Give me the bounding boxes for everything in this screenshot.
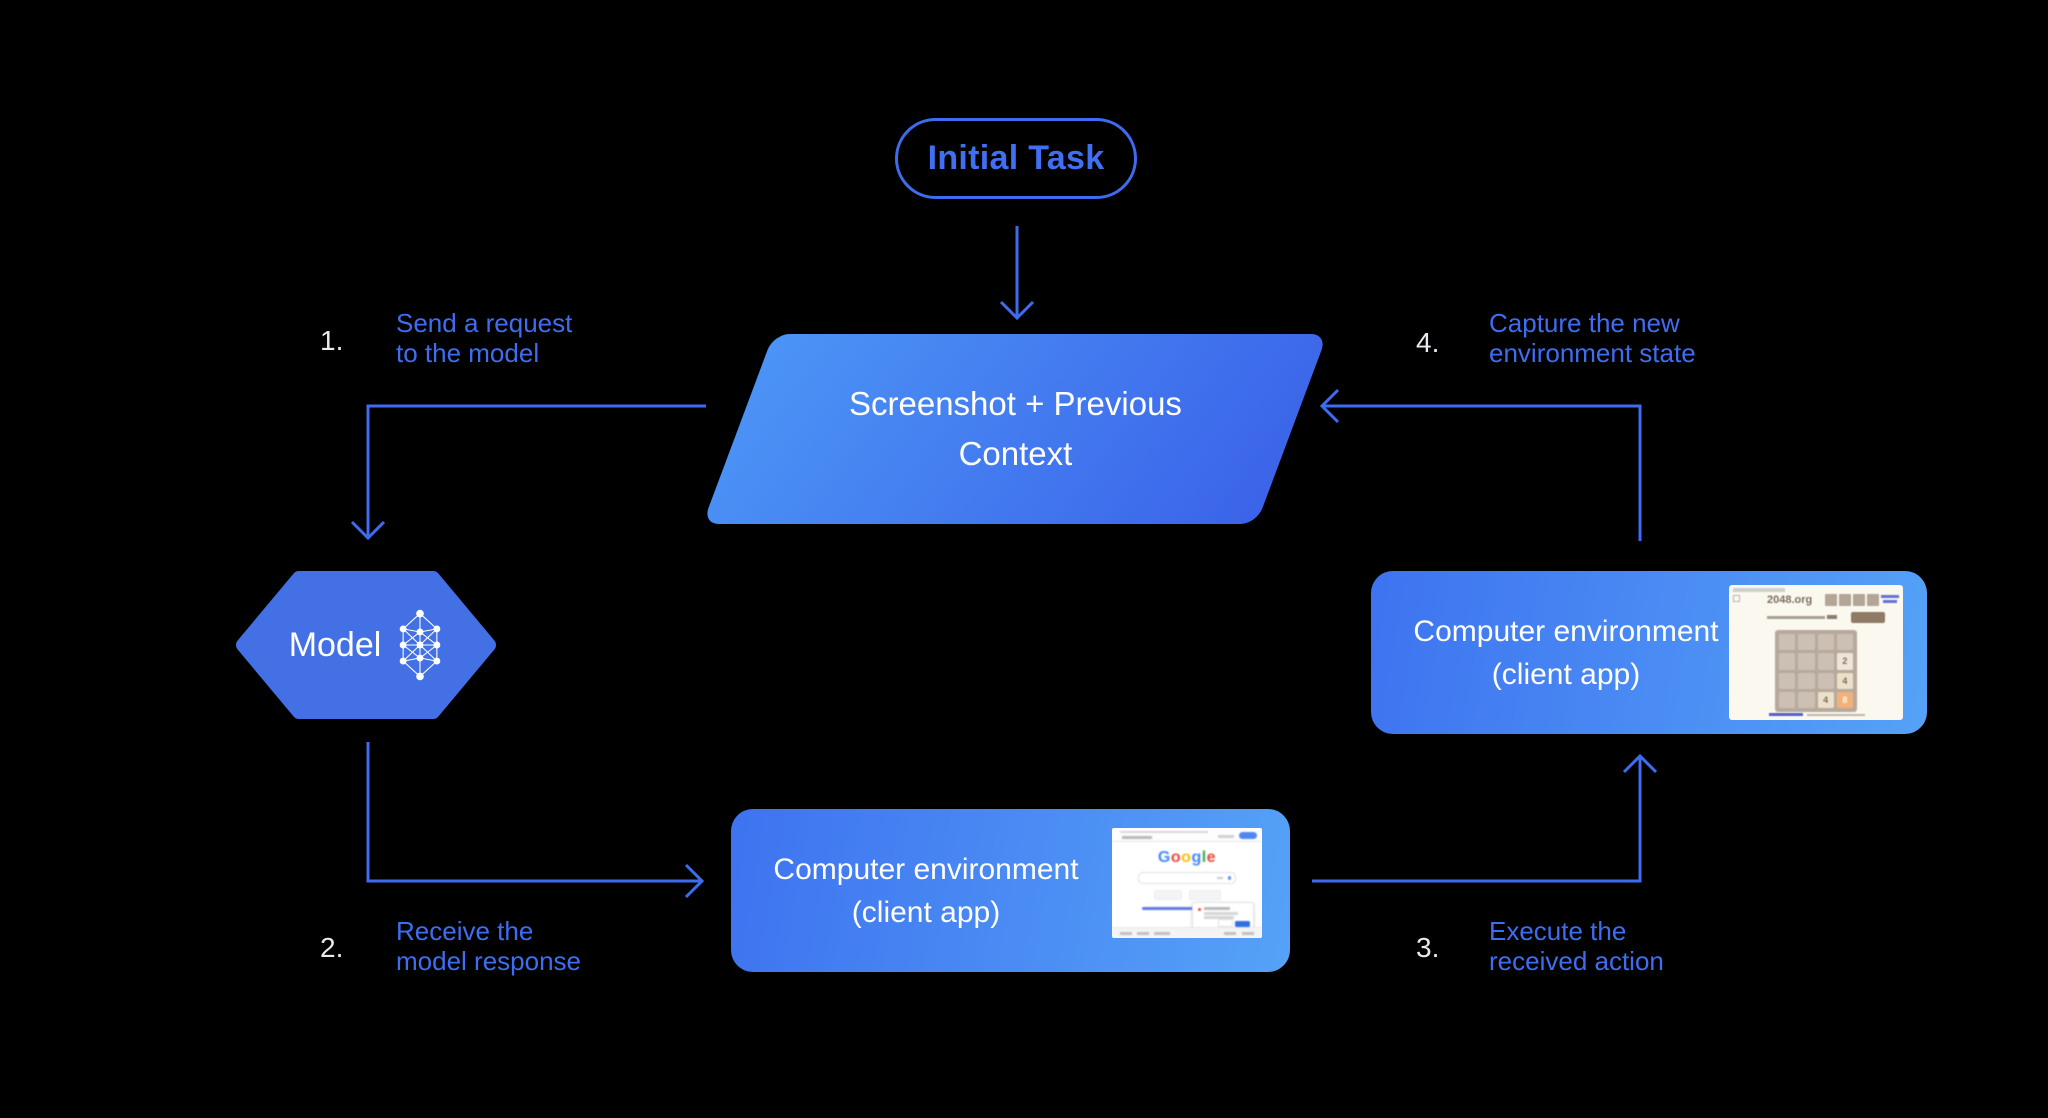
tile-4: 4: [1836, 672, 1853, 689]
dialog-text-bar: [1204, 916, 1234, 919]
dialog-title-bar: [1204, 907, 1230, 910]
signin-pill-button: [1239, 832, 1257, 839]
address-bar: [1122, 836, 1152, 839]
google-logo: Google: [1157, 849, 1217, 866]
score-box: [1825, 594, 1837, 606]
clear-icon: [1217, 876, 1223, 879]
browser-top-bar: [1112, 828, 1262, 842]
instructions-bold-bar: [1827, 615, 1837, 619]
arrow-step1-context-to-model: [350, 404, 706, 541]
model-label: Model: [288, 625, 382, 664]
game-title: 2048.org: [1767, 594, 1813, 606]
initial-task-node: Initial Task: [895, 118, 1137, 199]
top-link-bar: [1881, 595, 1899, 598]
screenshot-context-label: Screenshot + Previous Context: [848, 385, 1182, 472]
search-buttons: [1112, 890, 1262, 900]
arrow-step2-model-to-env: [366, 742, 705, 899]
search-button: [1153, 890, 1182, 900]
step-3-label: Execute the received action: [1489, 916, 1664, 976]
instructions-text-bar: [1767, 616, 1825, 619]
tile-8: 8: [1836, 691, 1853, 708]
step-2-number: 2.: [320, 932, 344, 963]
tile-4: 4: [1817, 691, 1834, 708]
computer-env-right-node: Computer environment (client app) 2048.o…: [1371, 571, 1927, 734]
mic-icon: [1227, 876, 1231, 880]
browser-control-icon: [1733, 595, 1740, 602]
browser-tab-strip: [1733, 588, 1785, 592]
search-bar: [1138, 872, 1236, 884]
model-node: Model: [235, 570, 497, 720]
footer-text-bar: [1807, 713, 1865, 716]
step-4-label: Capture the new environment state: [1489, 308, 1696, 368]
lucky-button: [1188, 890, 1221, 900]
arrow-step4-env-to-context: [1319, 388, 1642, 541]
initial-task-label: Initial Task: [927, 139, 1105, 177]
dialog-text-bar: [1204, 912, 1238, 915]
step-1-number: 1.: [320, 325, 344, 356]
screenshot-context-node: Screenshot + Previous Context: [702, 334, 1328, 524]
mini-google-screenshot: Google: [1112, 828, 1262, 938]
score-box: [1853, 594, 1865, 606]
computer-env-right-label: Computer environment (client app): [1413, 614, 1719, 691]
step-1-label: Send a request to the model: [396, 308, 573, 368]
score-boxes: [1825, 594, 1879, 606]
tile-2: 2: [1836, 653, 1853, 670]
neural-network-icon: [399, 609, 441, 681]
mini-2048-screenshot: 2048.org 2: [1729, 585, 1903, 720]
arrow-step3-env-to-env: [1312, 753, 1658, 883]
dialog-secondary-button: [1218, 919, 1233, 927]
signin-dialog: [1192, 902, 1254, 931]
hexagon-shape: [236, 571, 496, 719]
tab-strip-bar: [1120, 831, 1208, 833]
footer-link-bar: [1769, 712, 1803, 716]
page-footer: [1112, 927, 1262, 938]
new-game-button: [1851, 612, 1885, 623]
step-4-number: 4.: [1416, 327, 1440, 358]
dialog-icon: [1198, 908, 1201, 911]
computer-env-bottom-label: Computer environment (client app): [773, 852, 1079, 929]
top-link-bar: [1883, 600, 1897, 603]
arrow-task-to-context: [999, 226, 1035, 321]
language-link-bar: [1142, 907, 1228, 910]
step-2-label: Receive the model response: [396, 916, 581, 976]
account-text-bar: [1218, 835, 1234, 838]
game-grid: 2 4 4 8: [1775, 630, 1857, 712]
score-box: [1839, 594, 1851, 606]
step-3-number: 3.: [1416, 932, 1440, 963]
computer-env-bottom-node: Computer environment (client app) Google: [731, 809, 1290, 972]
score-box: [1867, 594, 1879, 606]
dialog-primary-button: [1235, 921, 1250, 927]
